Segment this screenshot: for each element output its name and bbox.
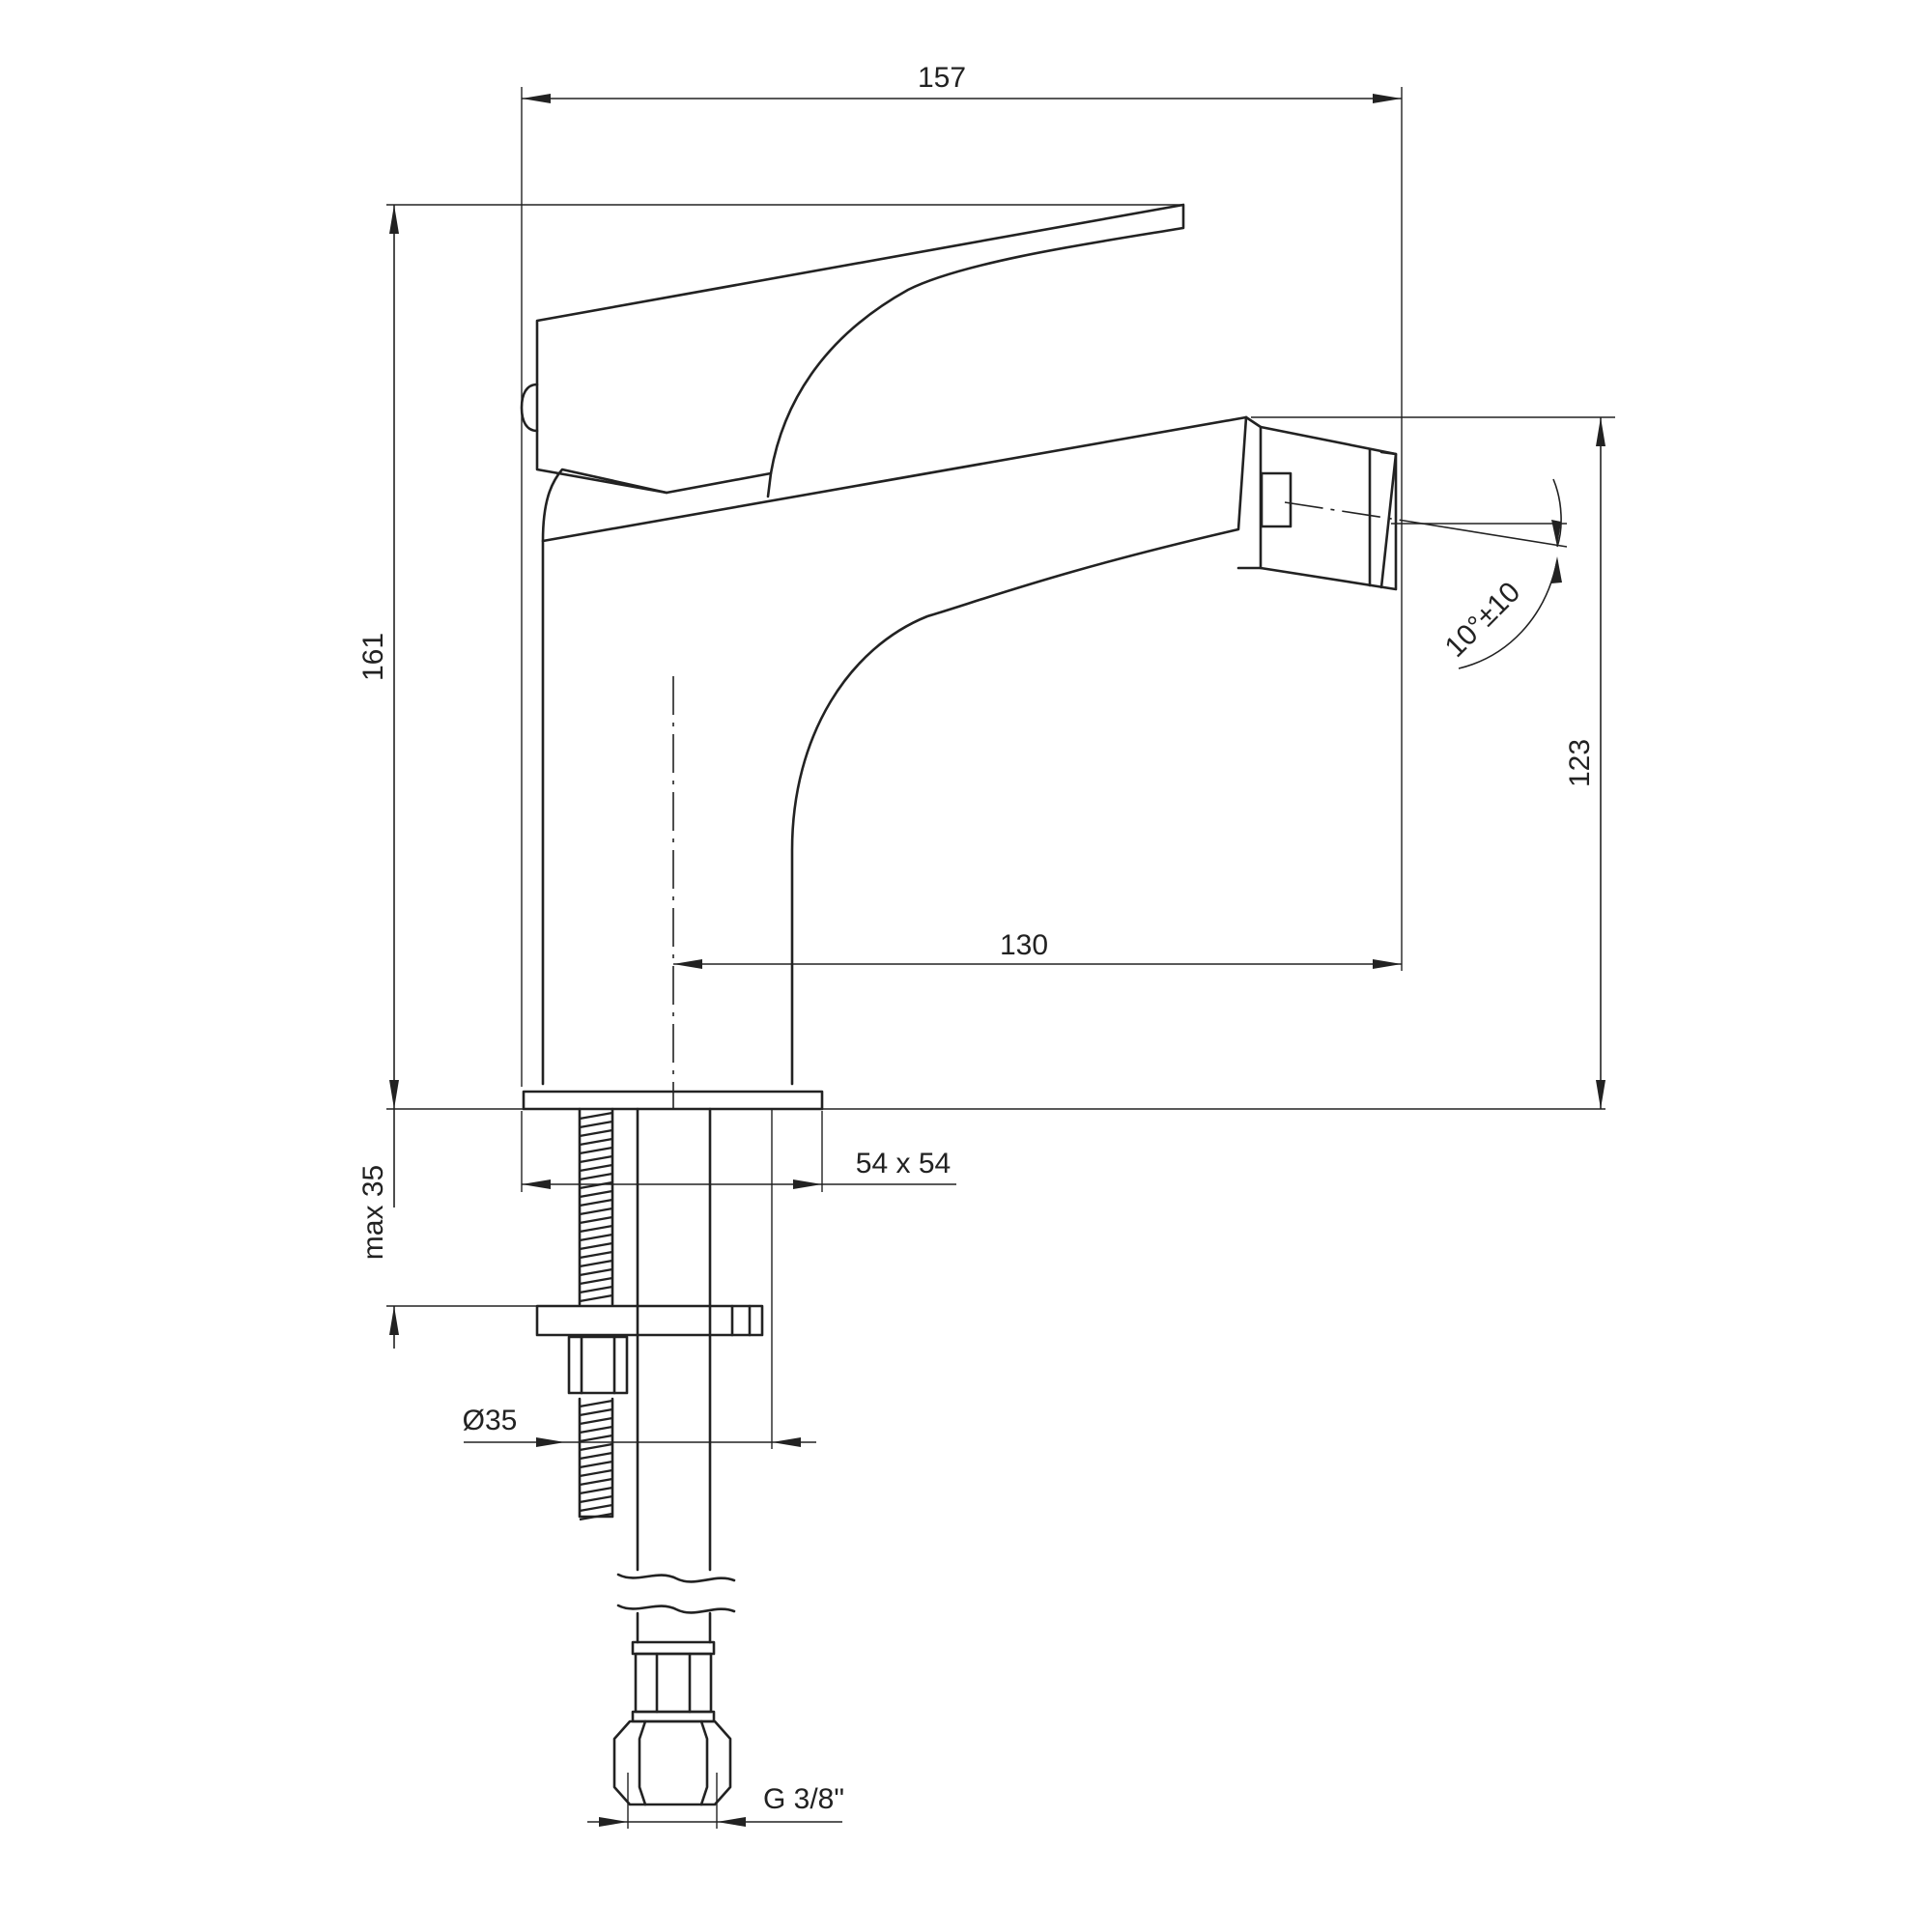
faucet-body: [520, 203, 1248, 1086]
label-overall-width: 157: [918, 62, 966, 94]
label-spout-height: 123: [1564, 739, 1596, 787]
washer: [535, 1304, 764, 1337]
dimension-spout-reach: 130: [673, 929, 1402, 969]
label-overall-height: 161: [357, 633, 389, 681]
dimension-spout-angle: 10°±10: [1284, 478, 1568, 669]
label-max-countertop: max 35: [357, 1165, 389, 1260]
dimension-base-plate: 54 x 54: [521, 1111, 956, 1192]
dimension-spout-height: 123: [1251, 416, 1615, 1109]
label-spout-angle: 10°±10: [1439, 576, 1527, 664]
dimension-connection-thread: G 3/8": [587, 1773, 844, 1829]
dimension-overall-width: 157: [521, 62, 1403, 1087]
label-hole-diameter: Ø35: [463, 1405, 518, 1436]
dimension-max-countertop: max 35: [357, 1109, 537, 1349]
nut: [567, 1335, 629, 1395]
dimension-hole-diameter: Ø35: [463, 1109, 816, 1449]
label-base-plate: 54 x 54: [856, 1148, 951, 1179]
mounting-stud: [578, 1107, 614, 1521]
aerator: [1236, 415, 1398, 591]
label-spout-reach: 130: [1000, 929, 1048, 961]
supply-hose: [616, 1107, 736, 1644]
dimension-overall-height: 161: [357, 204, 1605, 1110]
label-connection-thread: G 3/8": [763, 1783, 844, 1815]
hose-connector: [612, 1640, 732, 1806]
